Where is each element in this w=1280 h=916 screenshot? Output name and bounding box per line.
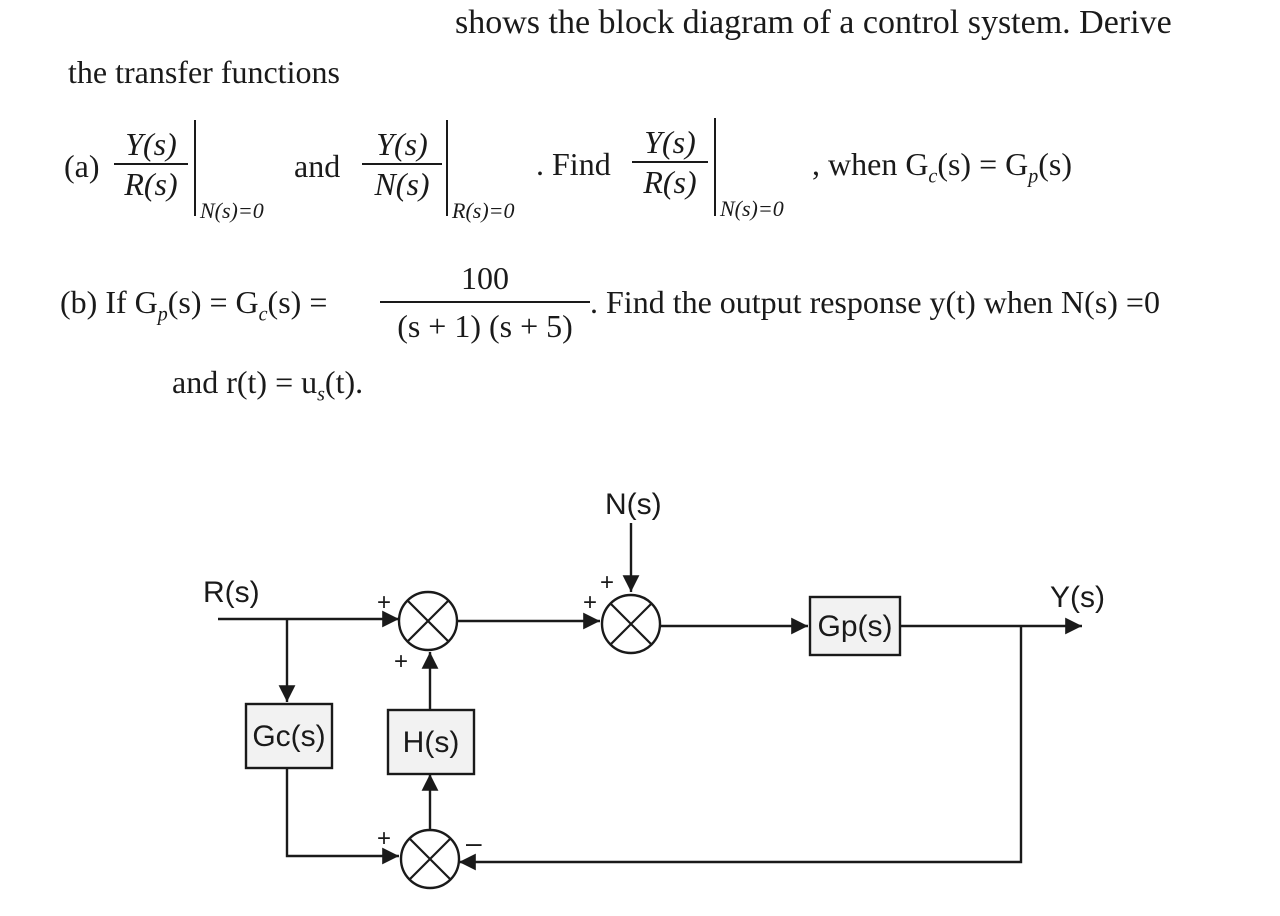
fraction-y-over-n: Y(s) N(s) [362,128,442,200]
intro-line-2: the transfer functions [68,54,340,90]
sign-plus-2: + [394,648,408,675]
sign-plus-5: + [377,825,391,852]
summing-junction-3 [399,828,461,890]
block-h: H(s) [386,708,476,776]
block-gc-label: Gc(s) [252,720,325,753]
intro-line-1: shows the block diagram of a control sys… [455,4,1172,41]
part-b-find: . Find the output response y(t) when N(s… [590,284,1160,320]
block-h-label: H(s) [403,726,460,759]
block-gc: Gc(s) [244,702,334,770]
sign-plus-3: + [583,589,597,616]
condition-n-zero-2: N(s)=0 [720,196,784,221]
label-r-s: R(s) [203,576,260,609]
part-a-label: (a) [64,148,100,184]
block-gp: Gp(s) [808,595,902,657]
part-b-if: (b) If Gp(s) = Gc(s) = [60,284,328,326]
condition-n-zero-1: N(s)=0 [200,198,264,223]
block-gp-label: Gp(s) [818,610,893,643]
fraction-y-over-r-2: Y(s) R(s) [632,126,708,198]
summing-junction-2 [600,593,662,655]
fraction-100: 100 (s + 1) (s + 5) [380,262,590,342]
label-n-s: N(s) [605,488,662,521]
sign-plus-1: + [377,589,391,616]
sign-plus-4: + [600,569,614,596]
part-b-line-2: and r(t) = us(t). [172,364,364,406]
condition-r-zero: R(s)=0 [452,198,515,223]
label-y-s: Y(s) [1050,581,1105,614]
sign-minus: – [466,827,482,858]
word-find: . Find [536,146,611,182]
summing-junction-1 [397,590,459,652]
when-clause: , when Gc(s) = Gp(s) [812,146,1072,188]
word-and: and [294,148,341,184]
fraction-y-over-r: Y(s) R(s) [114,128,188,200]
